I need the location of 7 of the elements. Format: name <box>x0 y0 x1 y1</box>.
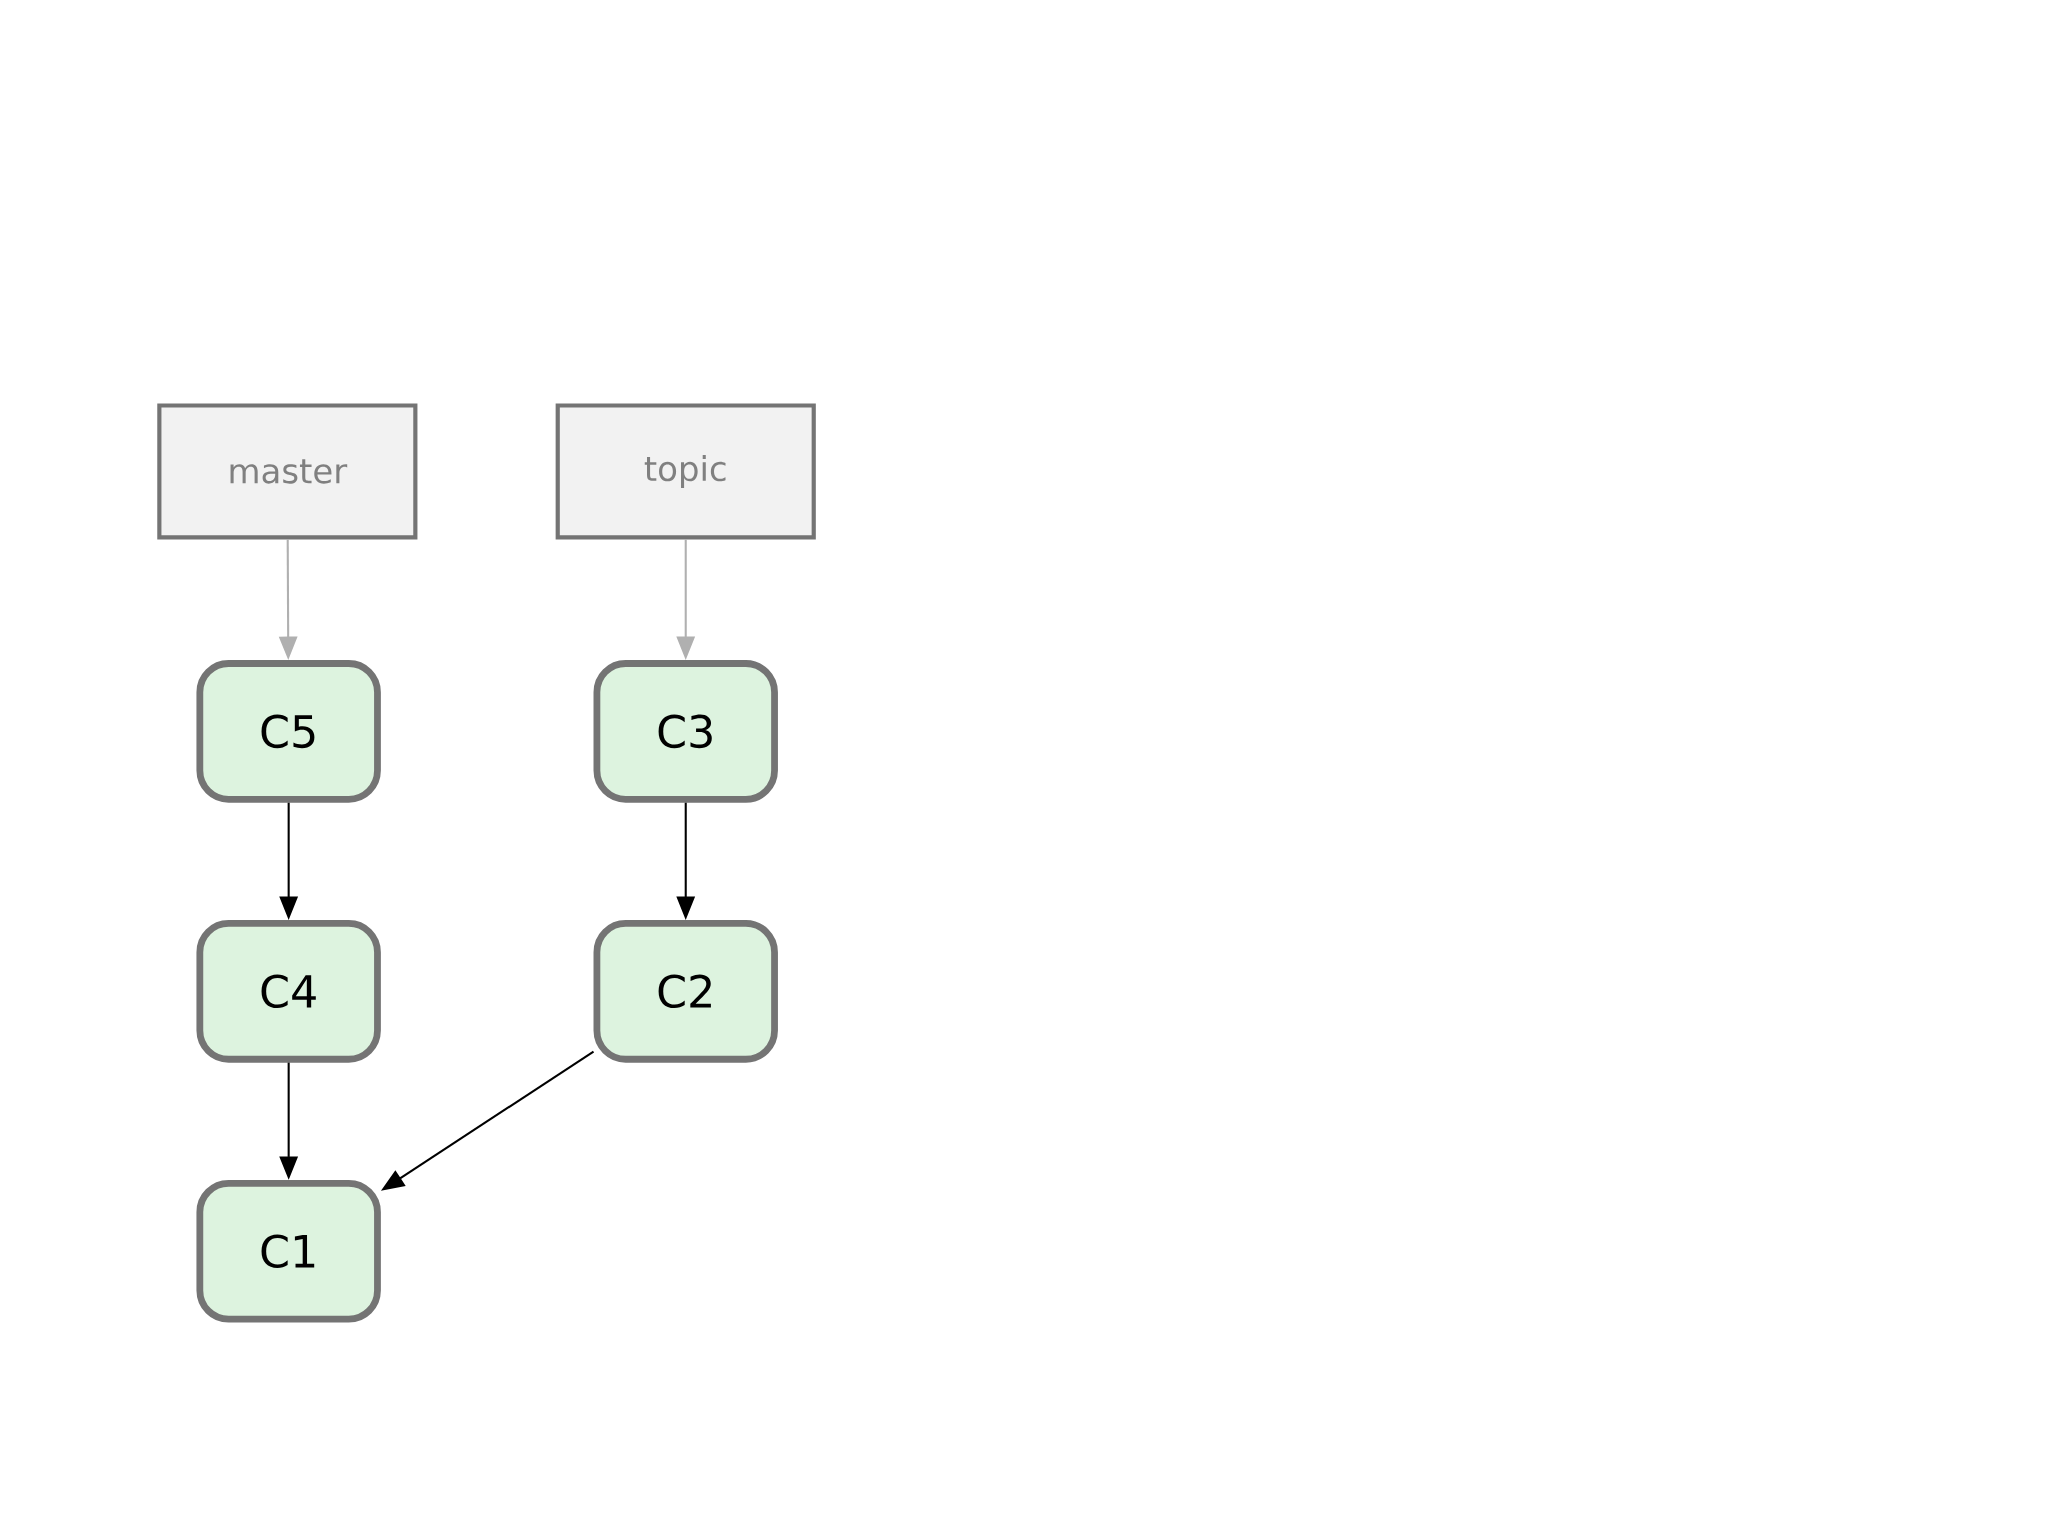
branch-label-box: master <box>157 403 418 540</box>
commit-node: C4 <box>196 920 381 1063</box>
commit-node: C2 <box>593 920 778 1063</box>
commit-node: C5 <box>196 660 381 803</box>
commit-node: C3 <box>593 660 778 803</box>
branch-label-box: topic <box>555 403 816 540</box>
commit-node: C1 <box>196 1179 381 1323</box>
